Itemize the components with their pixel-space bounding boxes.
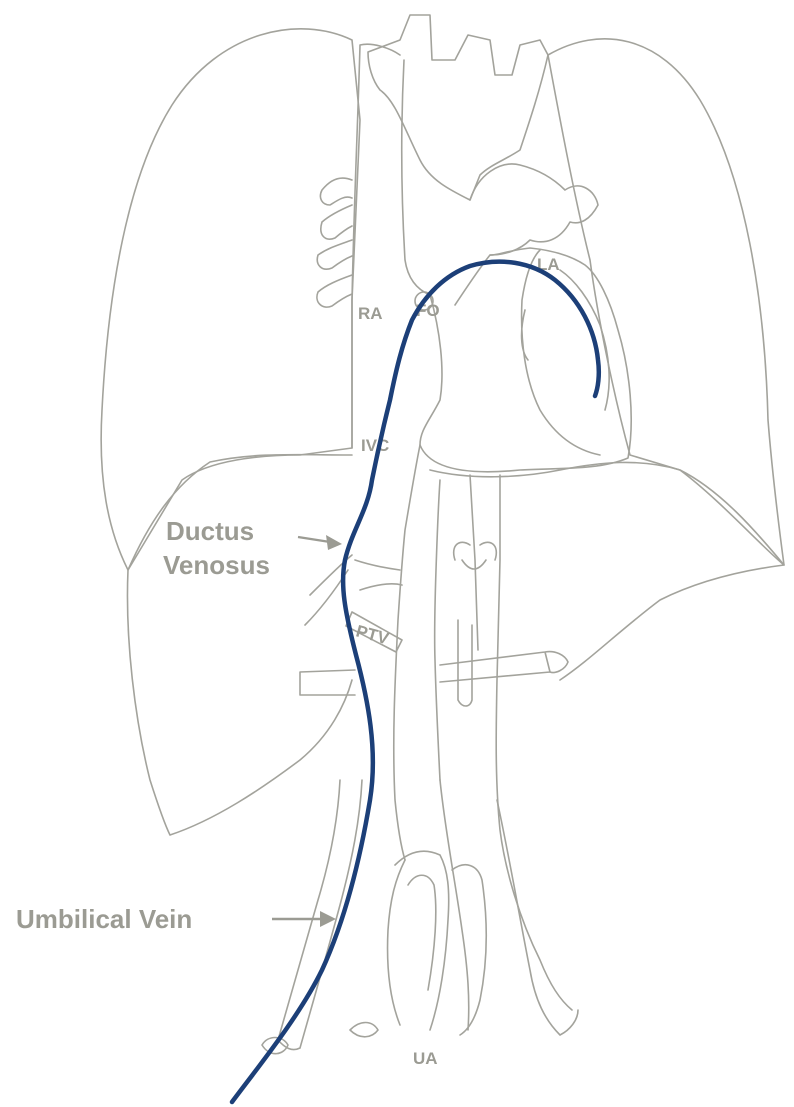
umbilical-artery-loops-outline <box>350 851 486 1037</box>
aortic-arch-outline <box>368 15 548 200</box>
inferior-vena-cava-outline <box>394 445 440 860</box>
descending-aorta-outline <box>470 475 572 1010</box>
label-ra: RA <box>358 304 383 323</box>
umbilical-venous-catheter-line <box>232 262 599 1102</box>
umbilical-vein-tube-outline <box>262 780 362 1054</box>
right-lung-outline <box>101 29 360 570</box>
label-ua: UA <box>413 1049 438 1068</box>
ductus-venosus-arrow-shaft <box>298 537 330 542</box>
liver-outline <box>127 455 784 835</box>
hepatic-vein-branches-outline <box>305 555 402 625</box>
label-ivc: IVC <box>361 436 389 455</box>
iliac-vessels-outline <box>388 780 579 1035</box>
label-ductus-line2: Venosus <box>163 550 270 580</box>
label-ductus-line1: Ductus <box>166 516 254 546</box>
label-ptv: PTV <box>354 622 391 649</box>
umbilical-vein-arrowhead <box>320 911 336 927</box>
renal-vessels-outline <box>300 652 568 695</box>
right-pulmonary-vessels-outline <box>317 178 352 307</box>
left-lung-outline <box>548 39 784 565</box>
ductus-venosus-arrowhead <box>326 535 342 550</box>
label-umbilical-vein: Umbilical Vein <box>16 904 192 934</box>
